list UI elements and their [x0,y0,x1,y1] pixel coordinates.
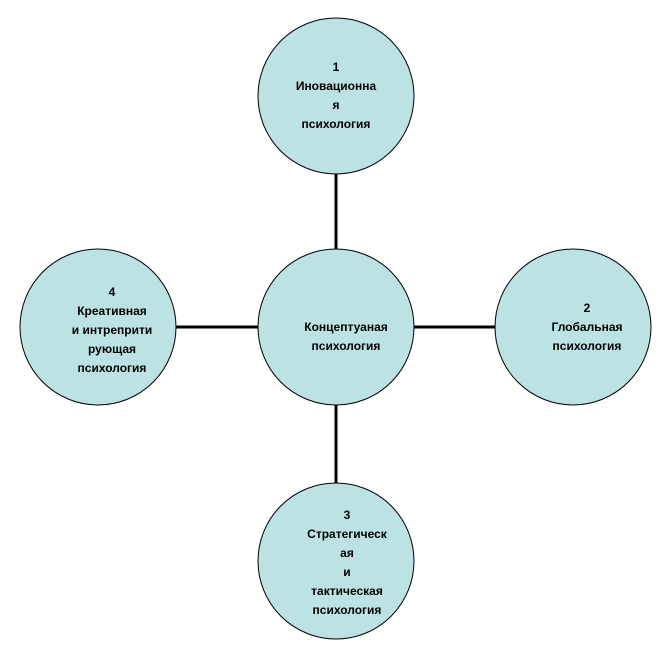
node-center-circle [257,248,415,406]
node-left-circle [19,248,177,406]
node-top-circle [257,17,415,175]
node-right-circle [494,248,652,406]
node-bottom-circle [257,482,415,640]
